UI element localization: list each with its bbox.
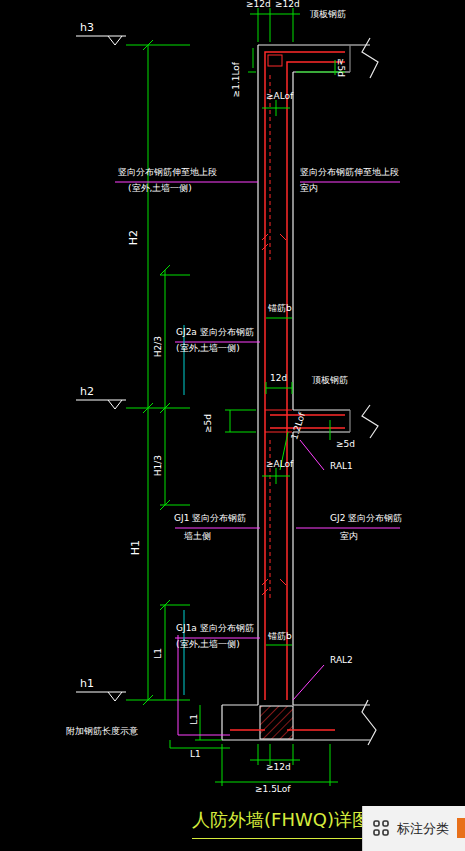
dimension-label: H2 xyxy=(128,230,140,245)
dimension-label: ≥12d xyxy=(246,0,271,10)
drawing-title: 人防外墙(FHWQ)详图 xyxy=(192,810,370,830)
dimension-label: 顶板钢筋 xyxy=(310,10,346,20)
dimension-label: 墙土侧 xyxy=(184,532,211,542)
dimension-label: ≥1.1Lof xyxy=(232,62,242,97)
dimension-label: RAL1 xyxy=(330,462,353,472)
button-label: 标注分类 xyxy=(397,820,449,838)
dimension-label: ≥5d xyxy=(204,414,214,433)
grid-icon xyxy=(372,819,390,837)
dimension-label: (室外,土墙一侧) xyxy=(176,344,240,354)
dimension-label: ≥ALof xyxy=(266,460,293,470)
title-underline xyxy=(192,838,362,839)
dimension-label: GJ2a 竖向分布钢筋 xyxy=(176,328,254,338)
dimension-label: 室内 xyxy=(300,184,318,194)
dimension-label: 竖向分布钢筋伸至地上段 xyxy=(118,168,217,178)
dimension-label: 附加钢筋长度示意 xyxy=(66,727,138,737)
dimension-label: 锚筋b xyxy=(268,632,292,642)
dimension-label: 锚筋b xyxy=(268,304,292,314)
dimension-label: h1 xyxy=(80,678,94,690)
dimension-label: H1/3 xyxy=(154,455,164,476)
dimension-label: GJ2 竖向分布钢筋 xyxy=(330,514,402,524)
dimension-label: 顶板钢筋 xyxy=(312,376,348,386)
accent-bar xyxy=(457,818,465,838)
dimension-label: (室外,土墙一侧) xyxy=(176,640,240,650)
dimension-label: 12d xyxy=(270,374,287,384)
dimension-label: 室内 xyxy=(340,532,358,542)
dimension-label: RAL2 xyxy=(330,656,353,666)
dimension-label: 1.2Lof xyxy=(290,412,308,442)
dimension-label: L1 xyxy=(190,750,201,760)
dimension-label: h3 xyxy=(80,22,94,34)
dimension-label: L1 xyxy=(154,648,164,659)
dimension-label: H1 xyxy=(130,540,142,555)
dimension-label: H2/3 xyxy=(154,336,164,357)
dimension-label: ≥1.5Lof xyxy=(255,785,290,795)
dimension-label: ≥12d xyxy=(266,763,291,773)
dimension-label: ≥12d xyxy=(275,0,300,10)
dimension-label: ≥ALof xyxy=(266,92,293,102)
dimension-label: 竖向分布钢筋伸至地上段 xyxy=(300,168,399,178)
dimension-label: GJ1a 竖向分布钢筋 xyxy=(176,624,254,634)
dimension-label: ≥5d xyxy=(335,58,345,77)
dimension-label: ≥5d xyxy=(336,440,355,450)
toolbar-button: 标注分类 xyxy=(362,806,465,851)
dimension-label: h2 xyxy=(80,386,94,398)
dimension-label: L1 xyxy=(190,714,200,725)
dimension-label: (室外,土墙一侧) xyxy=(128,184,192,194)
dimension-label: GJ1 竖向分布钢筋 xyxy=(174,514,246,524)
